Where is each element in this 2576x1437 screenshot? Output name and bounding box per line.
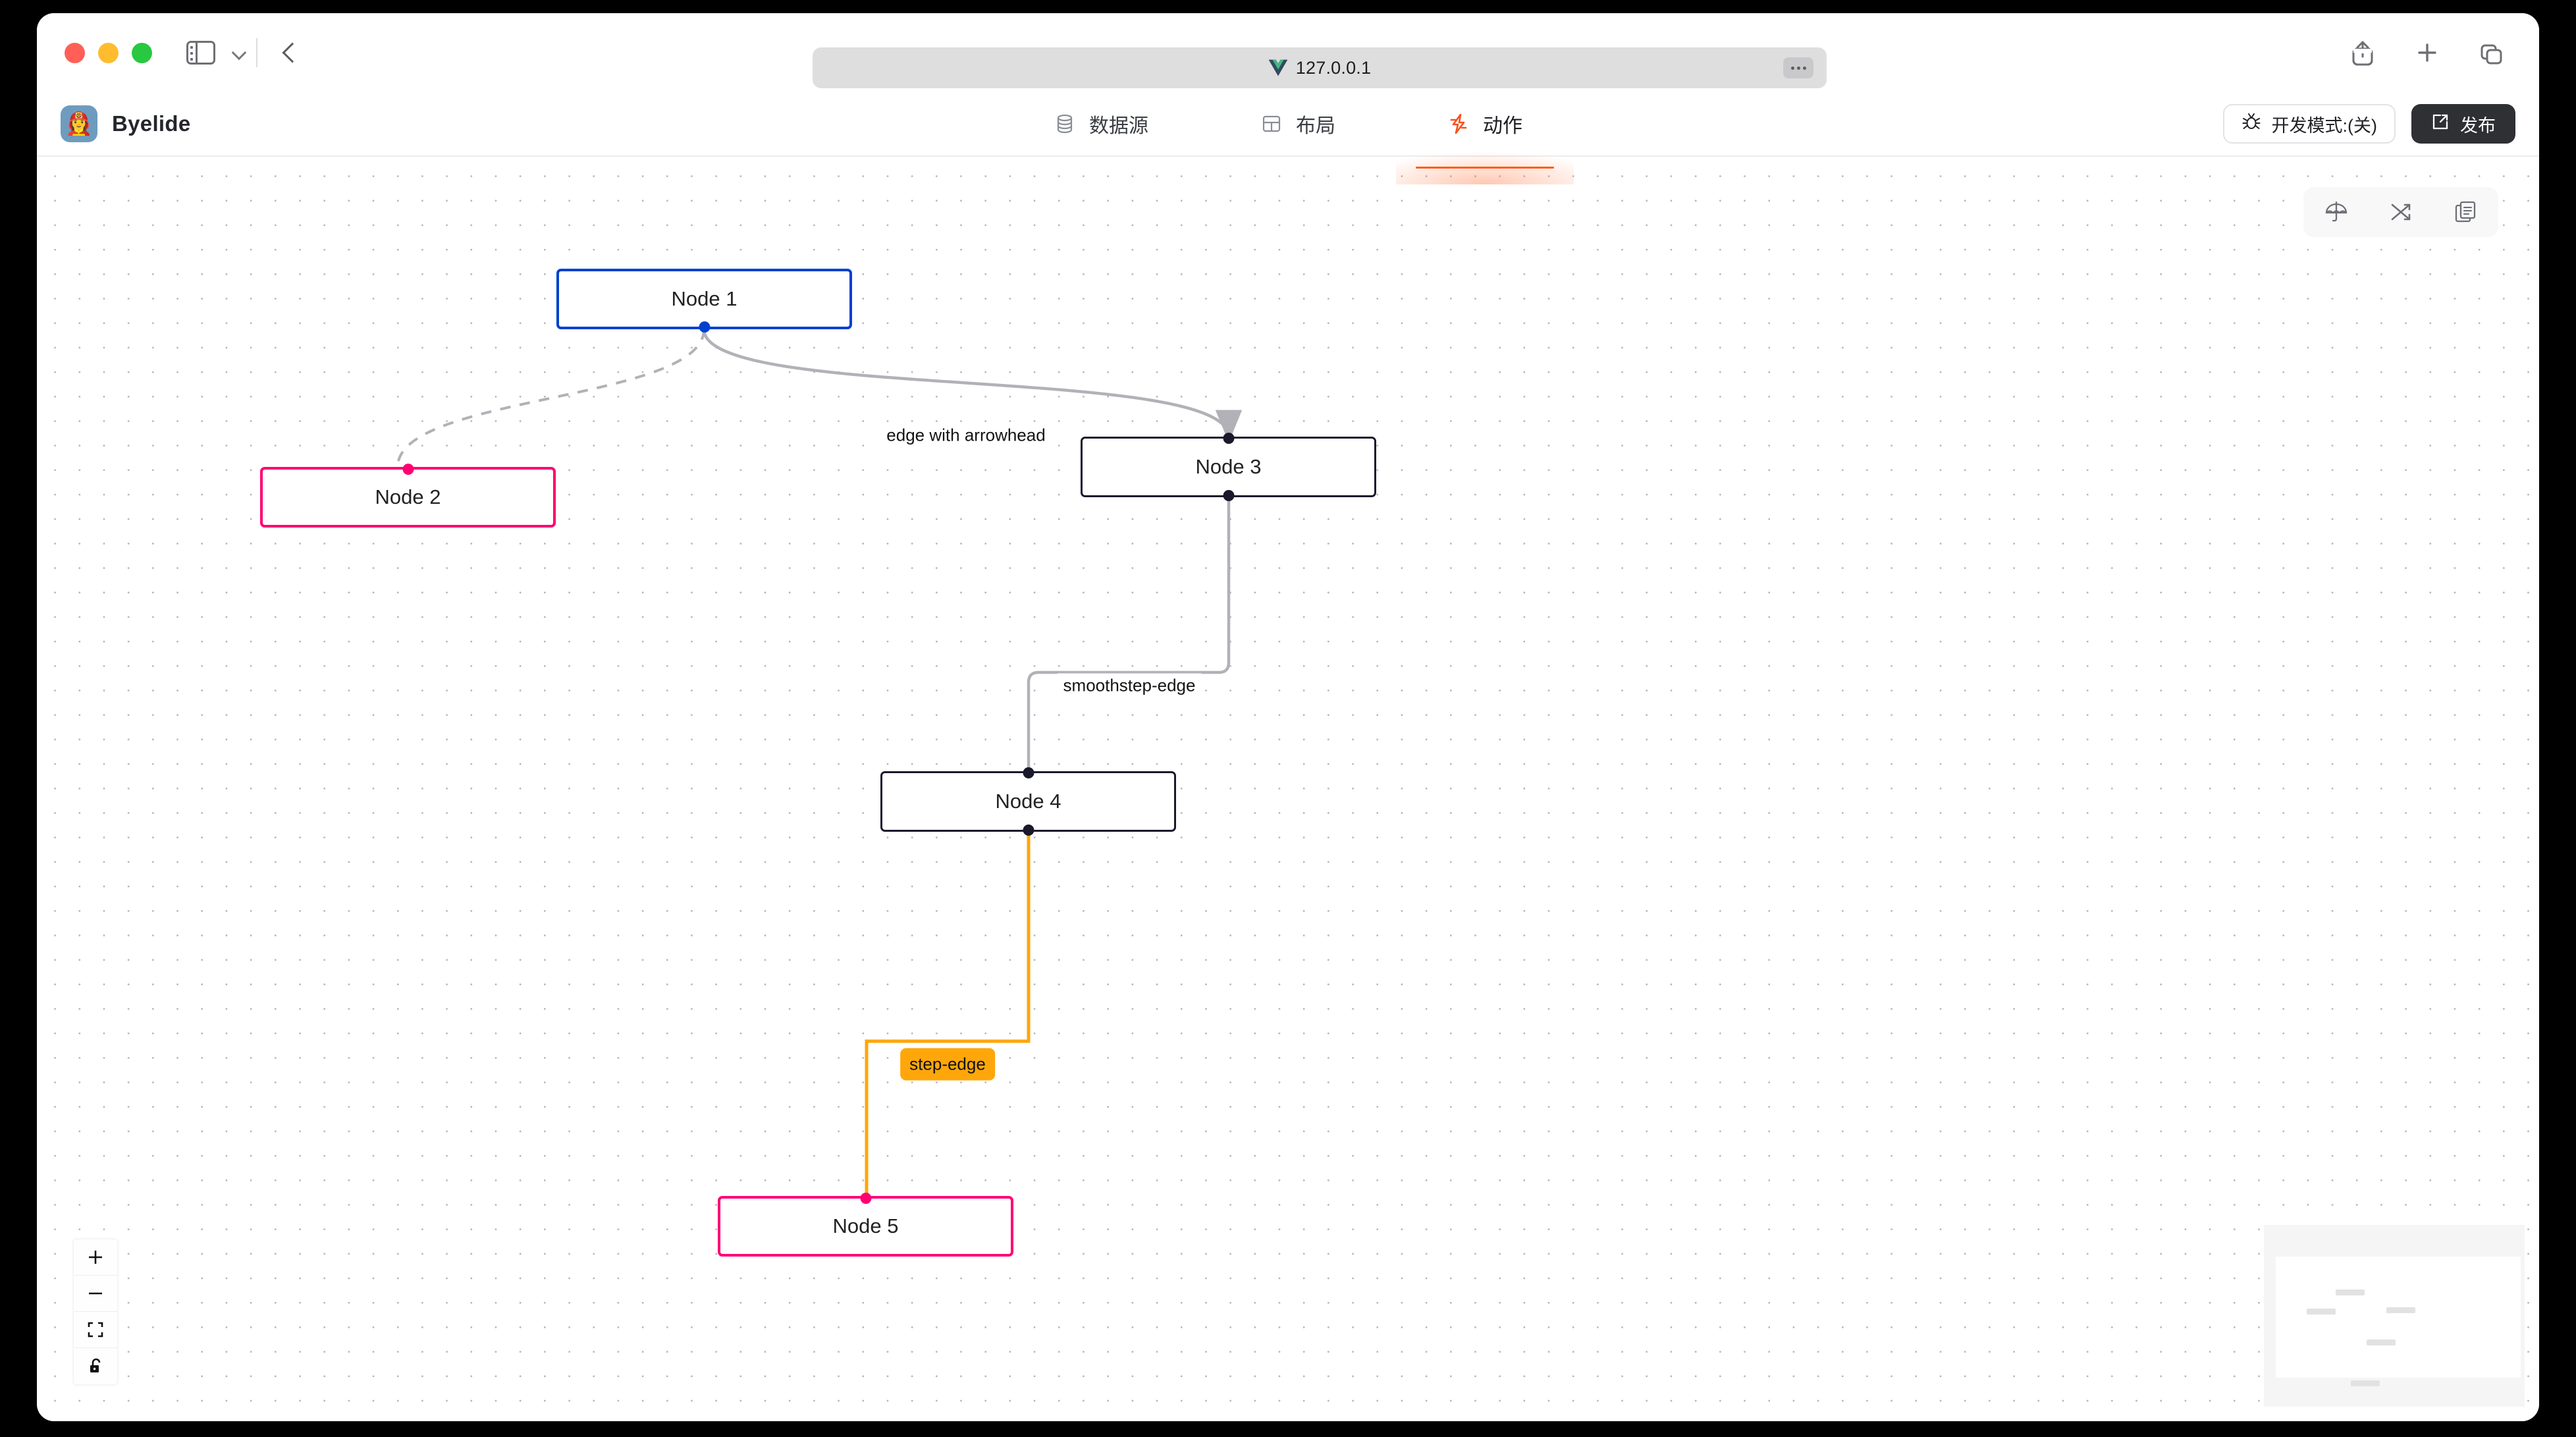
traffic-lights — [65, 42, 152, 63]
brand: 👩‍🚒 Byelide — [61, 105, 191, 142]
lock-control[interactable] — [74, 1348, 117, 1384]
tab-action[interactable]: 动作 — [1396, 95, 1574, 184]
flow-node-2-label: Node 2 — [375, 485, 441, 508]
edge-label-smoothstep[interactable]: smoothstep-edge — [1057, 673, 1202, 698]
flow-edges — [396, 329, 1242, 1196]
app-logo: 👩‍🚒 — [61, 105, 97, 142]
flow-node-3-target-handle[interactable] — [1223, 433, 1234, 444]
flow-node-4-label: Node 4 — [995, 790, 1061, 813]
back-icon[interactable] — [279, 41, 301, 64]
minimap-node — [2367, 1340, 2396, 1345]
database-icon — [1054, 113, 1076, 135]
flow-node-3-source-handle[interactable] — [1223, 490, 1234, 501]
minimap[interactable] — [2264, 1225, 2525, 1407]
tab-layout-label: 布局 — [1296, 115, 1335, 137]
flow-node-1[interactable]: Node 1 — [556, 269, 852, 333]
flow-controls — [74, 1239, 117, 1384]
publish-label: 发布 — [2460, 115, 2496, 136]
minimap-viewport — [2276, 1257, 2521, 1378]
header-actions: 开发模式:(关) 发布 — [2222, 92, 2515, 155]
edge-1-2[interactable] — [396, 329, 705, 468]
flow-node-1-source-handle[interactable] — [699, 321, 710, 333]
flow-node-5[interactable]: Node 5 — [718, 1193, 1013, 1257]
maximize-button[interactable] — [132, 42, 152, 63]
flow-node-5-target-handle[interactable] — [860, 1193, 871, 1204]
browser-window: 127.0.0.1 — [37, 13, 2539, 1421]
tab-overview-icon[interactable] — [2479, 39, 2505, 67]
tab-datasource-label: 数据源 — [1089, 115, 1148, 137]
umbrella-icon[interactable] — [2323, 199, 2349, 225]
flow-node-3[interactable]: Node 3 — [1081, 433, 1376, 501]
fit-view-control[interactable] — [74, 1312, 117, 1348]
dev-mode-label: 开发模式:(关) — [2271, 115, 2377, 136]
minimap-node — [2386, 1307, 2415, 1313]
close-button[interactable] — [65, 42, 85, 63]
flow-node-4[interactable]: Node 4 — [880, 767, 1176, 836]
lightning-icon — [1447, 113, 1470, 135]
browser-toolbar-actions — [2349, 13, 2505, 92]
zoom-in-control[interactable] — [74, 1239, 117, 1276]
share-icon[interactable] — [2349, 39, 2376, 67]
browser-toolbar: 127.0.0.1 — [37, 13, 2539, 92]
page-settings-button[interactable] — [1783, 57, 1813, 78]
nav-tabs: 数据源 布局 动作 — [37, 92, 2539, 184]
edge-label-step[interactable]: step-edge — [900, 1048, 995, 1081]
minimap-node — [2307, 1309, 2336, 1315]
toolbar-divider — [256, 38, 257, 67]
app-header: 👩‍🚒 Byelide 数据源 — [37, 92, 2539, 184]
edge-1-3[interactable] — [702, 329, 1242, 443]
flow-node-4-target-handle[interactable] — [1023, 767, 1034, 778]
flow-node-1-label: Node 1 — [671, 287, 738, 310]
chevron-down-icon[interactable] — [232, 46, 246, 59]
tab-action-label: 动作 — [1483, 115, 1522, 137]
minimap-node — [2336, 1289, 2365, 1295]
shuffle-icon[interactable] — [2388, 199, 2414, 225]
flow-node-5-label: Node 5 — [832, 1214, 899, 1237]
bug-icon — [2241, 112, 2261, 136]
new-tab-icon[interactable] — [2414, 39, 2440, 67]
layout-icon — [1260, 113, 1283, 135]
minimize-button[interactable] — [98, 42, 119, 63]
tab-layout[interactable]: 布局 — [1254, 95, 1342, 153]
vue-logo-icon — [1268, 59, 1288, 76]
address-bar[interactable]: 127.0.0.1 — [813, 47, 1827, 88]
dev-mode-button[interactable]: 开发模式:(关) — [2222, 104, 2396, 144]
external-link-icon — [2431, 113, 2450, 136]
publish-button[interactable]: 发布 — [2411, 104, 2515, 144]
edge-3-4[interactable] — [1027, 497, 1231, 771]
flow-canvas[interactable]: edge with arrowhead smoothstep-edge step… — [37, 157, 2539, 1421]
flow-node-2[interactable]: Node 2 — [260, 464, 556, 528]
canvas-tool-panel — [2303, 187, 2498, 237]
flow-node-3-label: Node 3 — [1195, 455, 1262, 478]
flow-node-4-source-handle[interactable] — [1023, 825, 1034, 836]
edge-4-5[interactable] — [865, 832, 1031, 1196]
minimap-node — [2351, 1380, 2380, 1386]
url-text: 127.0.0.1 — [1295, 57, 1372, 78]
zoom-out-control[interactable] — [74, 1276, 117, 1312]
tab-datasource[interactable]: 数据源 — [1047, 95, 1155, 153]
edge-label-arrowhead[interactable]: edge with arrowhead — [880, 423, 1052, 448]
app-name: Byelide — [112, 111, 191, 136]
copy-icon[interactable] — [2452, 199, 2479, 225]
sidebar-toggle-icon[interactable] — [186, 41, 215, 65]
flow-node-2-target-handle[interactable] — [402, 464, 414, 475]
